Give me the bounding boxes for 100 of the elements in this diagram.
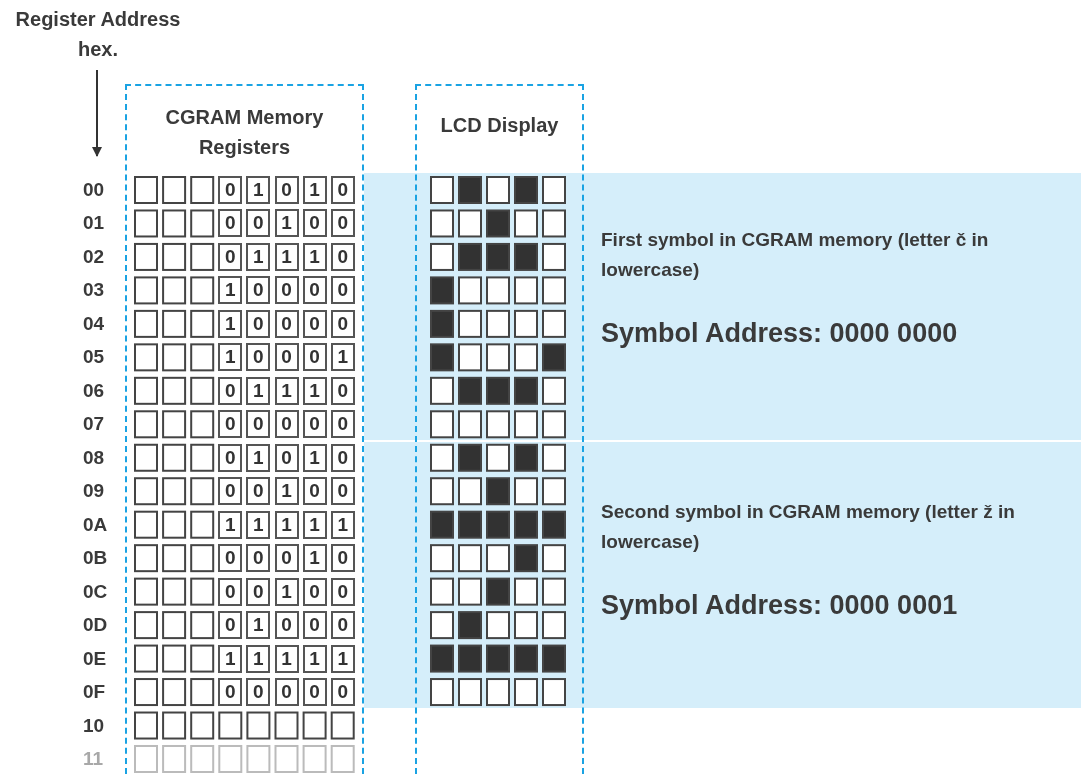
- bit-value: 0: [246, 343, 271, 372]
- bit-value: 0: [246, 276, 271, 305]
- axis-title: Register Address hex.: [14, 7, 182, 62]
- bit-value: 0: [218, 577, 243, 606]
- bit-value: 0: [302, 276, 327, 305]
- register-address: 09: [83, 479, 105, 504]
- register-address: 02: [83, 244, 105, 269]
- bit-value: 0: [246, 577, 271, 606]
- bit-value: 1: [246, 611, 271, 640]
- bit-value: 1: [274, 510, 299, 539]
- symbol-description: Second symbol in CGRAM memory (letter ž in lowercase): [601, 500, 1016, 554]
- bit-value: 0: [246, 678, 271, 707]
- register-address: 01: [83, 211, 105, 236]
- bit-value: 0: [274, 343, 299, 372]
- bit-value: 1: [330, 644, 355, 673]
- bit-value: 0: [330, 544, 355, 573]
- bit-value: 1: [302, 510, 327, 539]
- bit-value: 1: [274, 644, 299, 673]
- bit-value: 0: [246, 410, 271, 439]
- bit-value: 0: [274, 176, 299, 204]
- register-address: 04: [83, 311, 105, 336]
- bit-value: 0: [330, 577, 355, 606]
- bit-value: 0: [330, 611, 355, 640]
- bit-value: 0: [218, 611, 243, 640]
- bit-value: 0: [274, 309, 299, 338]
- bit-value: 0: [246, 209, 271, 238]
- register-address: 03: [83, 278, 105, 303]
- bit-value: 0: [302, 209, 327, 238]
- bit-value: 0: [246, 477, 271, 506]
- bit-value: 0: [218, 477, 243, 506]
- bit-value: 0: [330, 276, 355, 305]
- bit-value: 0: [330, 209, 355, 238]
- bit-value: 1: [302, 176, 327, 204]
- bit-value: 0: [274, 443, 299, 472]
- register-address: 08: [83, 445, 105, 470]
- bit-value: 0: [330, 477, 355, 506]
- bit-value: 1: [274, 477, 299, 506]
- bit-value: 0: [274, 544, 299, 573]
- bit-value: 0: [302, 611, 327, 640]
- bit-value: 1: [246, 176, 271, 204]
- bit-value: 0: [302, 678, 327, 707]
- register-address: 10: [83, 713, 105, 738]
- bit-value: 0: [302, 410, 327, 439]
- register-address: 0A: [83, 512, 108, 537]
- bit-value: 0: [330, 176, 355, 204]
- bit-value: 0: [218, 242, 243, 271]
- bit-value: 1: [274, 376, 299, 405]
- register-address: 06: [83, 378, 105, 403]
- register-address: 00: [83, 178, 105, 202]
- bit-value: 1: [274, 209, 299, 238]
- bit-value: 1: [302, 544, 327, 573]
- bit-value: 1: [246, 443, 271, 472]
- bit-value: 0: [330, 443, 355, 472]
- bit-value: 0: [218, 176, 243, 204]
- group-heading: LCD Display: [439, 113, 560, 138]
- bit-value: 1: [274, 577, 299, 606]
- bit-value: 0: [330, 376, 355, 405]
- bit-value: 0: [302, 577, 327, 606]
- register-address: 0F: [83, 680, 106, 705]
- bit-value: 0: [218, 410, 243, 439]
- bit-value: 0: [274, 410, 299, 439]
- bit-value: 0: [246, 544, 271, 573]
- bit-value: 1: [218, 276, 243, 305]
- bit-value: 1: [302, 376, 327, 405]
- bit-value: 0: [218, 443, 243, 472]
- bit-value: 0: [302, 343, 327, 372]
- bit-value: 0: [218, 209, 243, 238]
- register-address: 0B: [83, 546, 108, 571]
- bit-value: 1: [218, 510, 243, 539]
- bit-value: 1: [302, 242, 327, 271]
- register-address: 07: [83, 412, 105, 437]
- bit-value: 0: [218, 376, 243, 405]
- bit-value: 1: [218, 343, 243, 372]
- bit-value: 1: [218, 309, 243, 338]
- bit-value: 0: [302, 477, 327, 506]
- bit-value: 0: [218, 544, 243, 573]
- bit-value: 0: [218, 678, 243, 707]
- register-address: 05: [83, 345, 105, 370]
- symbol-address: Symbol Address: 0000 0001: [601, 589, 959, 622]
- bit-value: 0: [330, 309, 355, 338]
- bit-value: 0: [330, 242, 355, 271]
- bit-value: 1: [302, 644, 327, 673]
- bit-value: 0: [330, 410, 355, 439]
- bit-value: 0: [274, 276, 299, 305]
- bit-value: 0: [246, 309, 271, 338]
- bit-value: 1: [246, 510, 271, 539]
- bit-value: 0: [274, 678, 299, 707]
- symbol-description: First symbol in CGRAM memory (letter č in lowercase): [601, 228, 990, 282]
- bit-value: 1: [246, 376, 271, 405]
- bit-value: 1: [302, 443, 327, 472]
- bit-value: 0: [274, 611, 299, 640]
- bit-value: 1: [330, 510, 355, 539]
- bit-value: 1: [246, 644, 271, 673]
- bit-value: 1: [274, 242, 299, 271]
- register-address: 0C: [83, 579, 108, 604]
- group-heading: CGRAM Memory Registers: [164, 105, 325, 160]
- symbol-address: Symbol Address: 0000 0000: [601, 317, 959, 350]
- bit-value: 1: [246, 242, 271, 271]
- register-address: 11: [83, 747, 104, 771]
- register-address: 0E: [83, 646, 107, 671]
